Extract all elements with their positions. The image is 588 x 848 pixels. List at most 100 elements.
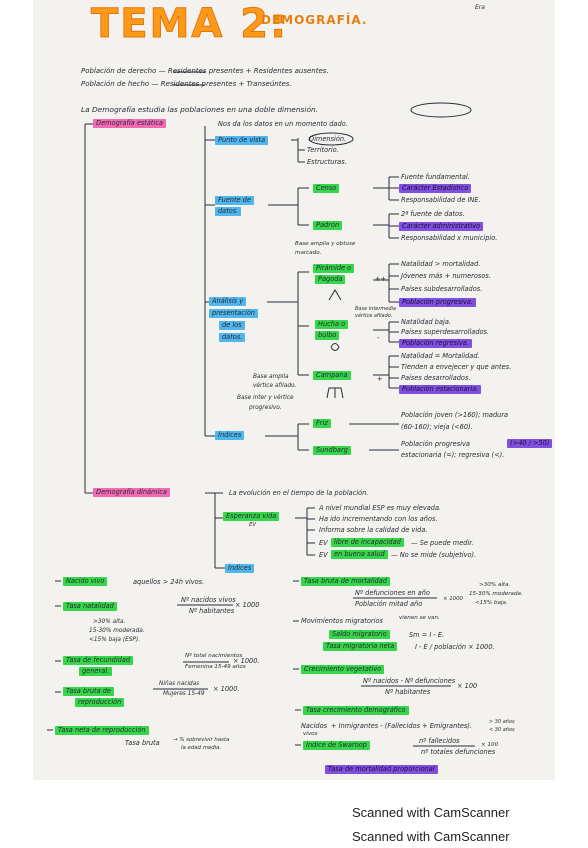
- demografico-years: < 30 años: [489, 727, 515, 733]
- piramide-item: Jóvenes más + numerosos.: [401, 272, 491, 280]
- natalidad-range: 15-30% moderada.: [89, 628, 145, 634]
- hucha-item: Países superdesarrollados.: [401, 328, 490, 336]
- vegetativo-num: Nº nacidos - Nº defunciones: [363, 677, 456, 685]
- natalidad-num: Nº nacidos vivos: [181, 596, 236, 604]
- demografico-text: Nacidos: [301, 722, 328, 730]
- page-subtitle: DEMOGRAFÍA.: [261, 13, 368, 27]
- fuente-label-1: Fuente de: [215, 196, 254, 205]
- fecundidad-mult: × 1000.: [233, 657, 260, 665]
- friz-label: Friz: [313, 419, 331, 428]
- swaroop-num: nº fallecidos: [419, 737, 460, 745]
- indices-label: Índices: [215, 431, 245, 440]
- neta-label: Tasa neta de reproducción: [55, 726, 149, 735]
- nacido-label: Nacido vivo: [63, 577, 108, 586]
- campana-item: Países desarrollados.: [401, 374, 471, 382]
- piramide-label: Pagoda: [315, 275, 346, 284]
- dinamica-desc: La evolución en el tiempo de la població…: [229, 489, 369, 497]
- analisis-label: Análisis y: [209, 297, 247, 306]
- analisis-label: datos.: [219, 333, 246, 342]
- fecundidad-den: Femenina 15-49 años: [185, 664, 246, 670]
- natalidad-den: Nº habitantes: [189, 607, 235, 615]
- dinamica-item: A nivel mundial ESP es muy elevada.: [319, 504, 442, 512]
- piramide-item: Natalidad > mortalidad.: [401, 260, 481, 268]
- mortalidad-num: Nº defunciones en año: [355, 589, 430, 597]
- natalidad-mult: × 1000: [235, 601, 260, 609]
- campana-label: Campana: [313, 371, 351, 380]
- proporcional-label: Tasa de mortalidad proporcional: [325, 765, 438, 774]
- dinamica-item: Ha ido incrementando con los años.: [319, 515, 438, 523]
- analisis-label: presentación: [209, 309, 258, 318]
- friz-item: Población joven (>160); madura: [401, 411, 509, 419]
- dinamica-item: Informa sobre la calidad de vida.: [319, 526, 428, 534]
- esperanza-sub: EV: [249, 522, 257, 528]
- vegetativo-den: Nº habitantes: [385, 688, 431, 696]
- hucha-item: Natalidad baja.: [401, 318, 451, 326]
- piramide-sign: ++: [375, 275, 387, 283]
- sundbarg-ratio: (>40 / >50): [507, 439, 553, 448]
- punto-vista-item: Estructuras.: [307, 158, 347, 166]
- campana-sign: +: [377, 375, 383, 383]
- reproduccion-num: Niñas nacidas: [159, 681, 200, 687]
- piramide-item: Población progresiva.: [399, 298, 477, 307]
- ev-salud-ev: EV: [319, 551, 328, 559]
- fecundidad-label: Tasa de fecundidad: [63, 656, 134, 665]
- reproduccion-label: reproducción: [75, 698, 125, 707]
- definition-derecho: Población de derecho — Residentes presen…: [81, 67, 329, 75]
- sundbarg-label: Sundbarg: [313, 446, 351, 455]
- mortalidad-range: 15-30% moderada.: [469, 591, 523, 597]
- friz-item: (60-160); vieja (<60).: [401, 423, 473, 431]
- natalidad-range: >30% alta.: [93, 619, 126, 625]
- demografico-years: > 30 años: [489, 719, 515, 725]
- nacido-text: aquellos > 24h vivos.: [133, 578, 205, 586]
- migratorios-top: vienen se van.: [399, 615, 440, 621]
- intro-line: La Demografía estudia las poblaciones en…: [81, 105, 319, 114]
- censo-item: Fuente fundamental.: [401, 173, 470, 181]
- natalidad-label: Tasa natalidad: [63, 602, 117, 611]
- fuente-note: marcado.: [295, 250, 322, 256]
- dinamica-label: Demografía dinámica: [93, 488, 170, 497]
- hucha-sign: -: [377, 334, 380, 342]
- neta-migratoria-formula: I - E / población × 1000.: [415, 643, 495, 651]
- swaroop-mult: × 100: [481, 742, 499, 748]
- analisis-label: de los: [219, 321, 245, 330]
- censo-item: Carácter Estadístico: [399, 184, 472, 193]
- hucha-note: vértice afilado.: [355, 313, 393, 319]
- padron-item: Responsabilidad x municipio.: [401, 234, 498, 242]
- campana-item: Natalidad = Mortalidad.: [401, 352, 480, 360]
- punto-vista-label: Punto de vista: [215, 136, 269, 145]
- scanned-page: TEMA 2: DEMOGRAFÍA. Era Población de der…: [33, 0, 555, 780]
- scanner-watermark: Scanned with CamScanner: [352, 805, 510, 820]
- hucha-item: Población regresiva.: [399, 339, 472, 348]
- mortalidad-range: <15% baja.: [475, 600, 508, 606]
- ev-libre-note: — Se puede medir.: [411, 539, 474, 547]
- estatica-label: Demografía estática: [93, 119, 167, 128]
- fuente-note: Base amplia y obtuse: [295, 241, 356, 247]
- vegetativo-label: Crecimiento vegetativo: [301, 665, 385, 674]
- campana-note: Base amplia: [253, 374, 289, 380]
- swaroop-label: Índice de Swaroop: [303, 741, 370, 750]
- ev-libre-label: libre de incapacidad: [331, 538, 404, 547]
- demografico-label: Tasa crecimiento demográfico: [303, 706, 409, 715]
- natalidad-range: <15% baja (ESP).: [89, 637, 141, 643]
- punto-vista-item: Dimensión.: [309, 135, 347, 143]
- piramide-label: Pirámide o: [313, 264, 355, 273]
- fecundidad-label: general.: [79, 667, 113, 676]
- vegetativo-mult: × 100: [457, 682, 478, 690]
- censo-item: Responsabilidad de INE.: [401, 196, 481, 204]
- neta-text: → % sobrevivir hasta: [173, 737, 230, 743]
- neta-text: la edad media.: [181, 745, 222, 751]
- censo-label: Censo: [313, 184, 340, 193]
- padron-item: Carácter administrativo: [399, 222, 484, 231]
- campana-item: Población estacionaria.: [399, 385, 482, 394]
- sundbarg-item: estacionaria (=); regresiva (<).: [401, 451, 505, 459]
- reproduccion-den: Mujeres 15-49: [163, 691, 205, 697]
- campana-note: vértice afilado.: [253, 383, 297, 389]
- campana-note2: Base inter y vértice: [237, 395, 294, 401]
- scanner-watermark: Scanned with CamScanner: [352, 829, 510, 844]
- ev-libre-ev: EV: [319, 539, 328, 547]
- punto-vista-item: Territorio.: [307, 146, 339, 154]
- demografico-text: + Inmigrantes - (Fallecidos + Emigrantes…: [331, 722, 473, 730]
- padron-item: 2ª fuente de datos.: [401, 210, 465, 218]
- saldo-label: Saldo migratorio: [329, 630, 390, 639]
- demografico-text: vivos: [303, 731, 318, 737]
